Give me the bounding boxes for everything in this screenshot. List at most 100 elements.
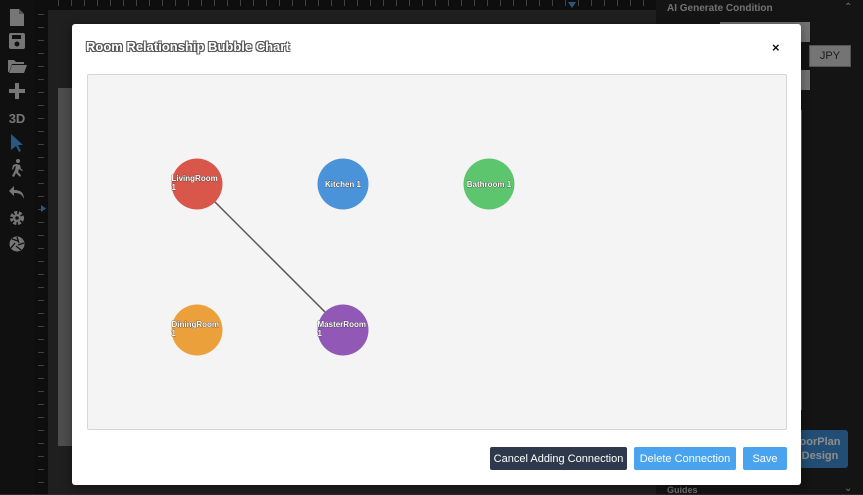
floorplan-button-line1: oorPlan xyxy=(799,436,841,448)
ruler-tick xyxy=(38,79,44,80)
ruler-tick xyxy=(318,0,319,6)
ruler-tick xyxy=(643,0,644,6)
ruler-tick xyxy=(383,0,384,6)
ruler-tick xyxy=(38,66,44,67)
ruler-tick xyxy=(188,0,189,6)
ruler-tick xyxy=(175,0,176,6)
ruler-tick xyxy=(38,14,44,15)
ruler-tick xyxy=(110,0,111,6)
bubble-label-line1: LivingRoom xyxy=(172,174,218,183)
ruler-tick xyxy=(357,0,358,6)
ruler-tick xyxy=(253,0,254,6)
bubble-bathroom-1[interactable]: Bathroom 1 xyxy=(463,158,515,210)
ruler-tick xyxy=(370,0,371,6)
ruler-tick xyxy=(565,0,566,6)
bubble-kitchen-1[interactable]: Kitchen 1 xyxy=(317,158,369,210)
ruler-tick xyxy=(435,0,436,6)
guides-header[interactable]: Guides xyxy=(667,485,698,495)
ruler-tick xyxy=(422,0,423,6)
delete-connection-button[interactable]: Delete Connection xyxy=(634,447,736,470)
ruler-tick xyxy=(461,0,462,6)
cancel-adding-connection-button[interactable]: Cancel Adding Connection xyxy=(490,447,627,470)
ruler-tick xyxy=(38,404,44,405)
ruler-tick xyxy=(38,235,44,236)
bubble-circle[interactable] xyxy=(171,304,223,356)
ruler-tick xyxy=(201,0,202,6)
ruler-tick xyxy=(292,0,293,6)
ruler-tick xyxy=(578,0,579,6)
add-icon[interactable] xyxy=(5,80,29,102)
3d-view-button[interactable]: 3D xyxy=(5,107,29,129)
ruler-tick xyxy=(38,261,44,262)
ruler-tick xyxy=(38,443,44,444)
select-pointer-icon[interactable] xyxy=(5,132,29,154)
ruler-tick xyxy=(279,0,280,6)
bubble-circle[interactable] xyxy=(317,158,369,210)
bubble-label-line2: 1 xyxy=(172,329,177,338)
ruler-tick xyxy=(487,0,488,6)
left-ruler xyxy=(34,0,48,494)
top-ruler xyxy=(48,0,656,10)
modal-title: Room Relationship Bubble Chart xyxy=(86,39,290,54)
bubble-circle[interactable] xyxy=(463,158,515,210)
ruler-tick xyxy=(500,0,501,6)
chevron-down-icon[interactable]: ⌄ xyxy=(844,483,853,494)
ruler-tick xyxy=(38,287,44,288)
ruler-tick xyxy=(38,482,44,483)
ruler-tick xyxy=(38,53,44,54)
settings-icon[interactable] xyxy=(5,207,29,229)
ruler-tick xyxy=(344,0,345,6)
bubble-circle[interactable] xyxy=(171,158,223,210)
ruler-tick xyxy=(331,0,332,6)
ruler-tick xyxy=(58,0,59,6)
ruler-tick xyxy=(38,222,44,223)
ruler-tick xyxy=(38,248,44,249)
ruler-tick xyxy=(71,0,72,6)
ruler-tick xyxy=(604,0,605,6)
currency-select[interactable]: JPY xyxy=(809,45,851,67)
ruler-tick xyxy=(214,0,215,6)
bubble-label: Kitchen 1 xyxy=(325,180,362,189)
save-icon[interactable] xyxy=(5,30,29,52)
aperture-icon[interactable] xyxy=(5,233,29,255)
ruler-tick xyxy=(630,0,631,6)
connection-livingroom-1-masterroom-1[interactable] xyxy=(196,183,344,331)
ruler-tick xyxy=(38,339,44,340)
ruler-tick xyxy=(38,170,44,171)
ruler-tick xyxy=(396,0,397,6)
undo-icon[interactable] xyxy=(5,182,29,204)
floorplan-design-button[interactable]: oorPlan Design xyxy=(792,430,848,468)
3d-view-label: 3D xyxy=(8,110,26,126)
bubble-label-line1: DiningRoom xyxy=(172,320,220,329)
open-folder-icon[interactable] xyxy=(5,55,29,77)
ruler-tick xyxy=(591,0,592,6)
ruler-tick xyxy=(513,0,514,6)
bubble-circle[interactable] xyxy=(317,304,369,356)
walk-icon[interactable] xyxy=(5,157,29,179)
ruler-tick xyxy=(409,0,410,6)
chevron-up-icon[interactable]: ⌃ xyxy=(844,2,853,13)
ruler-tick xyxy=(38,274,44,275)
ruler-tick xyxy=(38,365,44,366)
ruler-tick xyxy=(38,469,44,470)
ruler-tick xyxy=(539,0,540,6)
panel-title: AI Generate Condition xyxy=(667,3,773,14)
close-icon[interactable]: × xyxy=(772,40,780,55)
ruler-tick xyxy=(266,0,267,6)
ruler-tick xyxy=(38,131,44,132)
new-file-icon[interactable] xyxy=(5,6,29,28)
save-button[interactable]: Save xyxy=(743,447,787,470)
ruler-tick xyxy=(84,0,85,6)
ruler-tick xyxy=(136,0,137,6)
ruler-tick xyxy=(38,300,44,301)
ruler-tick xyxy=(38,456,44,457)
ruler-tick xyxy=(305,0,306,6)
